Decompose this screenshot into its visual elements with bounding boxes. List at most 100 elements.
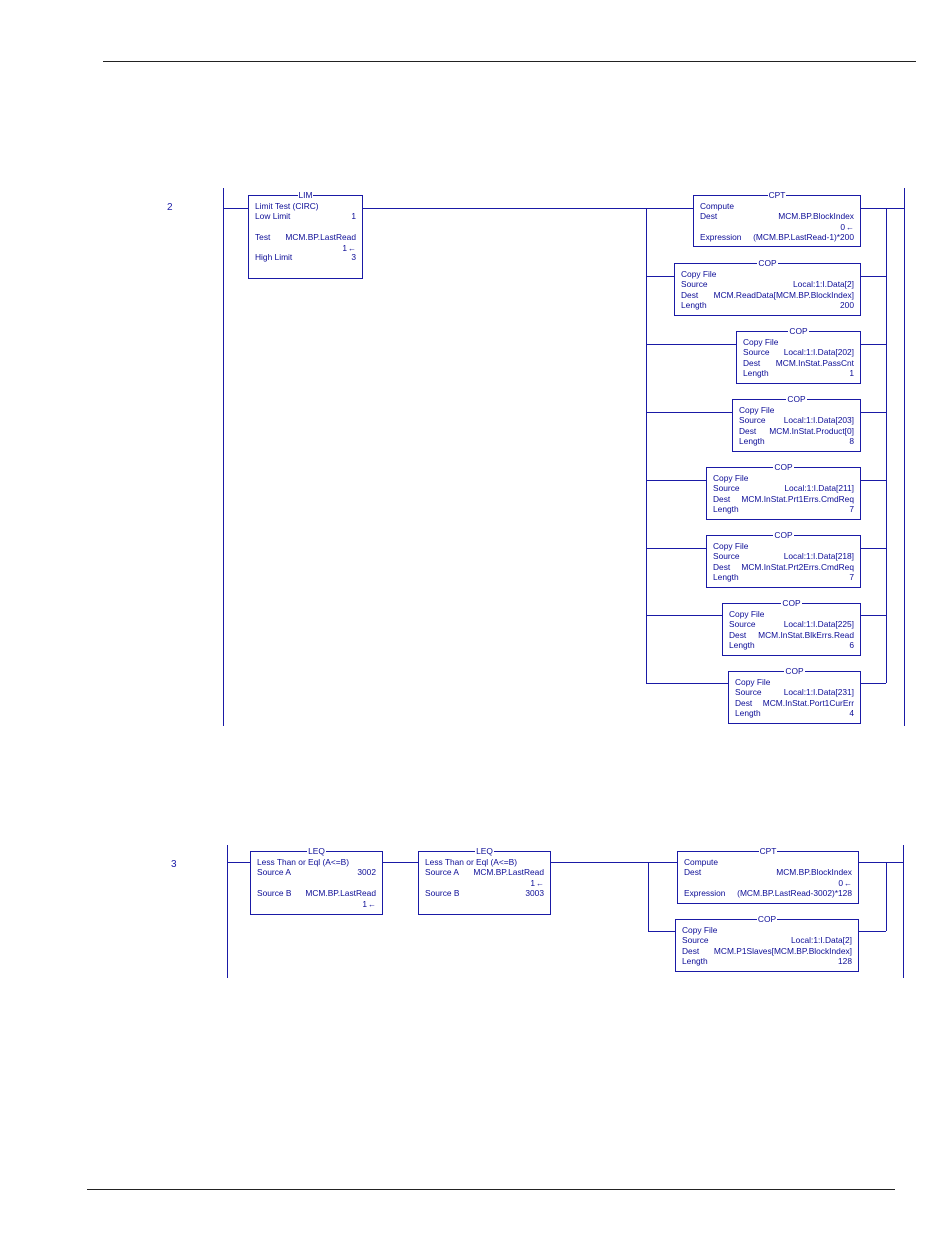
source-tag[interactable]: Local:1:I.Data[231]	[783, 687, 854, 698]
dest-tag[interactable]: MCM.ReadData[MCM.BP.BlockIndex]	[713, 289, 854, 300]
dest-value: 0	[838, 877, 843, 888]
test-tag[interactable]: MCM.BP.LastRead	[285, 232, 356, 243]
wire	[363, 208, 693, 209]
source-label: Source	[713, 483, 740, 494]
high-limit-value[interactable]: 3	[351, 251, 356, 262]
wire	[228, 862, 250, 863]
wire	[648, 931, 675, 932]
wire	[861, 276, 886, 277]
wire	[383, 862, 418, 863]
length-label: Length	[735, 708, 761, 719]
source-tag[interactable]: Local:1:I.Data[211]	[784, 483, 854, 494]
dest-tag[interactable]: MCM.InStat.Product[0]	[769, 425, 854, 436]
instruction-mnemonic: COP	[756, 914, 778, 924]
high-limit-label: High Limit	[255, 251, 293, 262]
header-rule	[103, 61, 916, 62]
dest-tag[interactable]: MCM.InStat.BlkErrs.Read	[758, 629, 854, 640]
source-tag[interactable]: Local:1:I.Data[202]	[783, 347, 854, 358]
wire	[861, 208, 904, 209]
wire	[859, 862, 903, 863]
length-label: Length	[739, 436, 765, 447]
instruction-mnemonic: COP	[781, 598, 802, 608]
dest-tag[interactable]: MCM.BP.BlockIndex	[776, 867, 852, 878]
expression[interactable]: (MCM.BP.LastRead-1)*200	[753, 232, 854, 243]
instruction-name: Limit Test (CIRC)	[255, 201, 319, 211]
length-value[interactable]: 4	[849, 708, 854, 719]
instruction-name: Compute	[684, 857, 718, 867]
value-arrow-icon: ←	[368, 899, 376, 909]
instruction-mnemonic: LEQ	[475, 846, 494, 856]
dest-tag[interactable]: MCM.InStat.Prt1Errs.CmdReq	[741, 493, 854, 504]
value-arrow-icon: ←	[844, 878, 852, 888]
wire	[861, 412, 886, 413]
length-value[interactable]: 7	[849, 504, 854, 515]
source-tag[interactable]: Local:1:I.Data[225]	[783, 619, 854, 630]
low-limit-value[interactable]: 1	[351, 211, 356, 222]
source-tag[interactable]: Local:1:I.Data[218]	[783, 551, 854, 562]
expression-label: Expression	[700, 232, 742, 243]
expression[interactable]: (MCM.BP.LastRead-3002)*128	[737, 888, 852, 899]
length-label: Length	[681, 300, 707, 311]
wire	[224, 208, 248, 209]
source-a-label: Source A	[257, 867, 291, 878]
instruction-name: Copy File	[735, 677, 771, 687]
footer-rule	[87, 1189, 895, 1190]
dest-tag[interactable]: MCM.InStat.Prt2Errs.CmdReq	[741, 561, 854, 572]
dest-value: 0	[840, 221, 845, 232]
dest-tag[interactable]: MCM.InStat.Port1CurErr	[762, 697, 854, 708]
dest-label: Dest	[681, 289, 699, 300]
wire	[646, 344, 736, 345]
length-value[interactable]: 8	[849, 436, 854, 447]
wire	[861, 344, 886, 345]
length-value[interactable]: 200	[840, 300, 854, 311]
wire	[886, 862, 887, 931]
dest-label: Dest	[743, 357, 761, 368]
instruction-mnemonic: COP	[784, 666, 805, 676]
dest-label: Dest	[729, 629, 747, 640]
length-label: Length	[729, 640, 755, 651]
instruction-name: Compute	[700, 201, 734, 211]
source-label: Source	[682, 935, 709, 946]
rung-number: 2	[167, 202, 173, 213]
source-b-value[interactable]: 3003	[525, 888, 544, 899]
wire	[646, 548, 706, 549]
dest-tag[interactable]: MCM.P1Slaves[MCM.BP.BlockIndex]	[713, 945, 852, 956]
source-tag[interactable]: Local:1:I.Data[2]	[793, 279, 854, 290]
source-tag[interactable]: Local:1:I.Data[2]	[791, 935, 852, 946]
source-a-tag[interactable]: MCM.BP.LastRead	[473, 867, 544, 878]
value-arrow-icon: ←	[536, 878, 544, 888]
expression-label: Expression	[684, 888, 726, 899]
length-value[interactable]: 128	[838, 956, 852, 967]
instruction-name: Copy File	[681, 269, 717, 279]
length-label: Length	[713, 504, 739, 515]
dest-label: Dest	[684, 867, 702, 878]
dest-label: Dest	[682, 945, 700, 956]
source-b-tag[interactable]: MCM.BP.LastRead	[305, 888, 376, 899]
source-tag[interactable]: Local:1:I.Data[203]	[783, 415, 854, 426]
length-value[interactable]: 1	[849, 368, 854, 379]
source-a-value[interactable]: 3002	[357, 867, 376, 878]
dest-label: Dest	[739, 425, 757, 436]
dest-label: Dest	[713, 493, 731, 504]
instruction-name: Copy File	[713, 473, 749, 483]
dest-tag[interactable]: MCM.BP.BlockIndex	[778, 211, 854, 222]
source-label: Source	[743, 347, 770, 358]
length-value[interactable]: 7	[849, 572, 854, 583]
source-label: Source	[729, 619, 756, 630]
test-value: 1	[342, 242, 347, 253]
length-value[interactable]: 6	[849, 640, 854, 651]
dest-tag[interactable]: MCM.InStat.PassCnt	[775, 357, 854, 368]
